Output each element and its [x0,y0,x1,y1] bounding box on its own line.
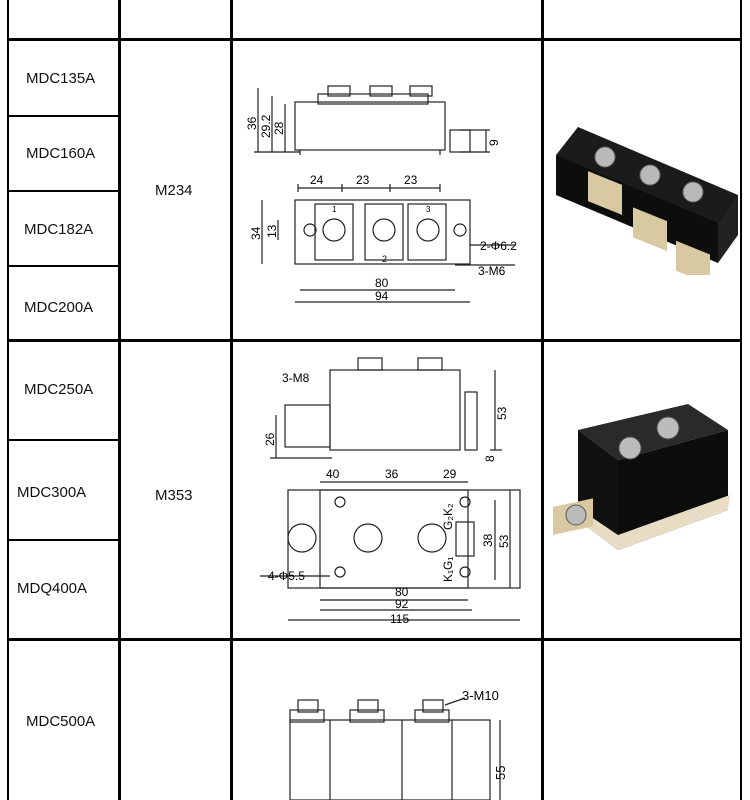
dim-label: 36 [385,467,399,481]
m234-module-photo [556,127,738,275]
dim-label: 29 [443,467,457,481]
dim-label: 26 [263,432,277,446]
m353-module-photo [553,404,730,550]
hole-note: 2-Φ6.2 [480,239,517,253]
dim-label: 55 [493,766,508,780]
package-cell: M353 [155,487,193,504]
dim-label: 115 [390,612,409,626]
m500-dimension-drawing: 3-M10 55 [289,688,508,800]
m353-dimension-drawing: 3-M8 26 53 8 40 36 29 G₂K₂ K₁G₁ 38 53 4-… [260,357,521,626]
model-cell: MDC135A [26,70,96,87]
model-cell: MDC200A [24,299,94,316]
screw-note: 3-M6 [478,264,506,278]
model-divider [7,115,120,117]
table-border-left [7,0,9,800]
screw-note: 3-M10 [462,688,499,703]
dim-label: 8 [483,455,497,462]
dim-label: 92 [395,597,409,611]
gate-label: G₂K₂ [441,503,455,530]
dim-label: 28 [272,121,286,135]
dim-label: 24 [310,173,324,187]
m234-dimension-drawing: 36 29.2 28 9 24 23 23 34 13 1 2 3 2-Φ6.2… [245,85,517,303]
table-col-divider-1 [118,0,121,800]
dim-label: 80 [395,585,409,599]
terminal-label: 3 [426,205,431,214]
model-cell: MDC182A [24,221,94,238]
dim-label: 94 [375,289,389,303]
dim-label: 13 [265,224,279,238]
model-divider [7,190,120,192]
screw-note: 3-M8 [282,371,310,385]
terminal-label: 2 [382,254,387,264]
table-row-divider-1 [7,38,742,41]
dim-label: 23 [356,173,370,187]
dim-label: 80 [375,276,389,290]
dim-label: 9 [487,139,501,146]
dim-label: 36 [245,116,259,130]
dim-label: 34 [249,226,263,240]
model-cell: MDC160A [26,145,96,162]
model-cell: MDQ400A [17,580,88,597]
model-divider [7,265,120,267]
dim-label: 38 [481,533,495,547]
model-cell: MDC250A [24,381,94,398]
table-border-right [740,0,742,800]
gate-label: K₁G₁ [441,557,455,582]
dim-label: 29.2 [259,114,273,138]
model-cell: MDC500A [26,713,96,730]
terminal-label: 1 [332,205,337,214]
hole-note: 4-Φ5.5 [268,569,305,583]
dim-label: 40 [326,467,340,481]
table-col-divider-2 [230,0,233,800]
table-row-divider-3 [7,638,742,641]
dim-label: 23 [404,173,418,187]
model-divider [7,439,120,441]
table-col-divider-3 [541,0,544,800]
dim-label: 53 [497,534,511,548]
package-cell: M234 [155,182,193,199]
model-cell: MDC300A [17,484,87,501]
model-divider [7,539,120,541]
table-row-divider-2 [7,339,742,342]
dim-label: 53 [495,406,509,420]
